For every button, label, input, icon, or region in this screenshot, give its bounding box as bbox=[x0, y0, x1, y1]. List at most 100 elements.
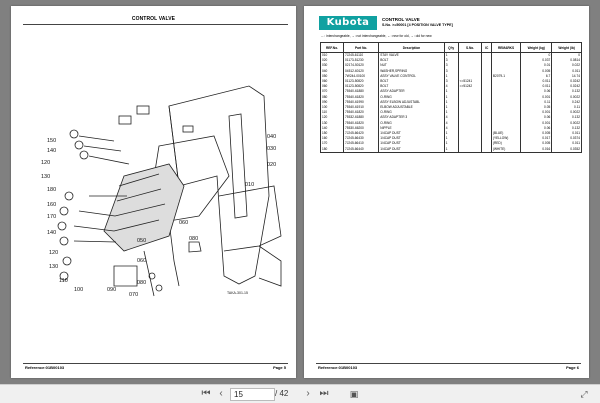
table-cell: O-RING bbox=[378, 110, 445, 116]
table-cell: 0.132 bbox=[551, 115, 582, 121]
table-cell: 0.0022 bbox=[551, 94, 582, 100]
callout-090: 090 bbox=[107, 287, 116, 293]
table-cell: 0.06 bbox=[520, 125, 553, 132]
table-cell: 0.011 bbox=[520, 79, 553, 85]
callout-100: 100 bbox=[74, 287, 83, 293]
section-title: CONTROL VALVE bbox=[382, 17, 420, 22]
table-cell: WASHER,SPRING bbox=[378, 68, 445, 74]
table-cell: 75540-61880 bbox=[343, 89, 380, 95]
column-header: Part No. bbox=[343, 42, 380, 53]
table-cell bbox=[481, 63, 492, 69]
page-title: CONTROL VALVE bbox=[131, 16, 176, 22]
section-subtitle: S.No. >=50001 [4 POSITION VALVE TYPE] bbox=[382, 23, 453, 27]
table-cell bbox=[481, 120, 492, 126]
table-cell bbox=[490, 89, 522, 95]
table-cell: 0.0374 bbox=[551, 136, 582, 142]
table-cell bbox=[481, 68, 492, 74]
table-cell: 0 bbox=[520, 52, 553, 59]
table-cell: 01123-50820 bbox=[343, 79, 380, 85]
table-cell: 0.037 bbox=[520, 58, 553, 64]
table-cell: 02174-50120 bbox=[343, 63, 380, 69]
column-header: Weight (lb) bbox=[551, 42, 582, 53]
table-cell bbox=[481, 125, 492, 132]
table-cell: 0.06 bbox=[520, 89, 553, 95]
table-cell: 0.01 bbox=[520, 63, 553, 69]
table-cell: 0.011 bbox=[551, 131, 582, 137]
table-cell: (BLUE) bbox=[490, 131, 522, 137]
callout-080: 080 bbox=[137, 280, 146, 286]
table-cell: 0.001 bbox=[520, 110, 553, 116]
table-cell: (WHITE) bbox=[490, 146, 522, 153]
last-page-icon[interactable]: ⏭ bbox=[319, 388, 329, 399]
callout-160: 160 bbox=[47, 202, 56, 208]
table-cell: 75540-61910 bbox=[343, 105, 380, 111]
table-cell bbox=[481, 79, 492, 85]
table-cell bbox=[490, 120, 522, 126]
table-cell bbox=[481, 115, 492, 121]
table-cell: 0.0242 bbox=[551, 84, 582, 90]
table-cell: 01173-51230 bbox=[343, 58, 380, 64]
table-cell: 1/4CAP DUST bbox=[378, 131, 445, 137]
table-cell: 1/4CAP DUST bbox=[378, 141, 445, 147]
fullscreen-icon[interactable]: ⤢ bbox=[580, 389, 588, 399]
table-cell: 0.005 bbox=[520, 131, 553, 137]
table-cell bbox=[490, 99, 522, 106]
table-cell: 1/4CAP DUST bbox=[378, 146, 445, 153]
interchange-legend: ←: interchangeable, →: not interchangeab… bbox=[321, 34, 432, 38]
table-cell: 0.016 bbox=[520, 146, 553, 153]
table-cell: ASSY ADAPTER 3 bbox=[378, 115, 445, 121]
first-page-icon[interactable]: ⏮ bbox=[201, 388, 211, 399]
table-cell: 7J245-66430 bbox=[343, 136, 380, 142]
prev-page-icon[interactable]: ‹ bbox=[219, 388, 223, 399]
table-cell bbox=[490, 58, 522, 64]
table-cell: 0.0352 bbox=[551, 146, 582, 153]
table-cell: 7J245-66410 bbox=[343, 141, 380, 147]
table-cell: BOLT bbox=[378, 84, 445, 90]
table-cell: O-RING bbox=[378, 120, 445, 126]
table-cell bbox=[490, 94, 522, 100]
table-cell bbox=[481, 84, 492, 90]
table-cell: 0.132 bbox=[551, 125, 582, 132]
table-cell: 0.0242 bbox=[551, 79, 582, 85]
diagram-code: TAKA-301-15 bbox=[227, 291, 248, 295]
table-cell: BOLT bbox=[378, 58, 445, 64]
table-cell: 1/4CAP DUST bbox=[378, 136, 445, 142]
table-cell: 6.7 bbox=[520, 73, 553, 80]
callout-150: 150 bbox=[47, 138, 56, 144]
table-cell bbox=[481, 94, 492, 100]
table-cell: 0.06 bbox=[520, 115, 553, 121]
table-cell: O-RING bbox=[378, 94, 445, 100]
table-cell: 14.74 bbox=[551, 73, 582, 80]
document-viewer: CONTROL VALVE bbox=[11, 6, 589, 378]
table-cell: 0.001 bbox=[520, 120, 553, 126]
table-cell: 75540-61820 bbox=[343, 94, 380, 100]
table-cell bbox=[490, 125, 522, 132]
next-page-icon[interactable]: › bbox=[306, 388, 310, 399]
column-header: REF.No. bbox=[319, 42, 345, 53]
left-page: CONTROL VALVE bbox=[11, 6, 296, 378]
current-page-input[interactable]: 15 bbox=[230, 388, 275, 401]
reference-label: Reference:01B00103 bbox=[25, 365, 65, 370]
table-cell: ASSY ELBOW ADJUSTABL bbox=[378, 99, 445, 106]
callout-180: 180 bbox=[47, 187, 56, 193]
table-cell bbox=[457, 146, 483, 153]
total-pages-label: / 42 bbox=[275, 389, 289, 398]
callout-130: 130 bbox=[41, 174, 50, 180]
column-header: Description bbox=[378, 42, 445, 53]
table-cell bbox=[481, 110, 492, 116]
table-cell bbox=[481, 131, 492, 137]
save-icon[interactable]: ▣ bbox=[349, 389, 359, 399]
